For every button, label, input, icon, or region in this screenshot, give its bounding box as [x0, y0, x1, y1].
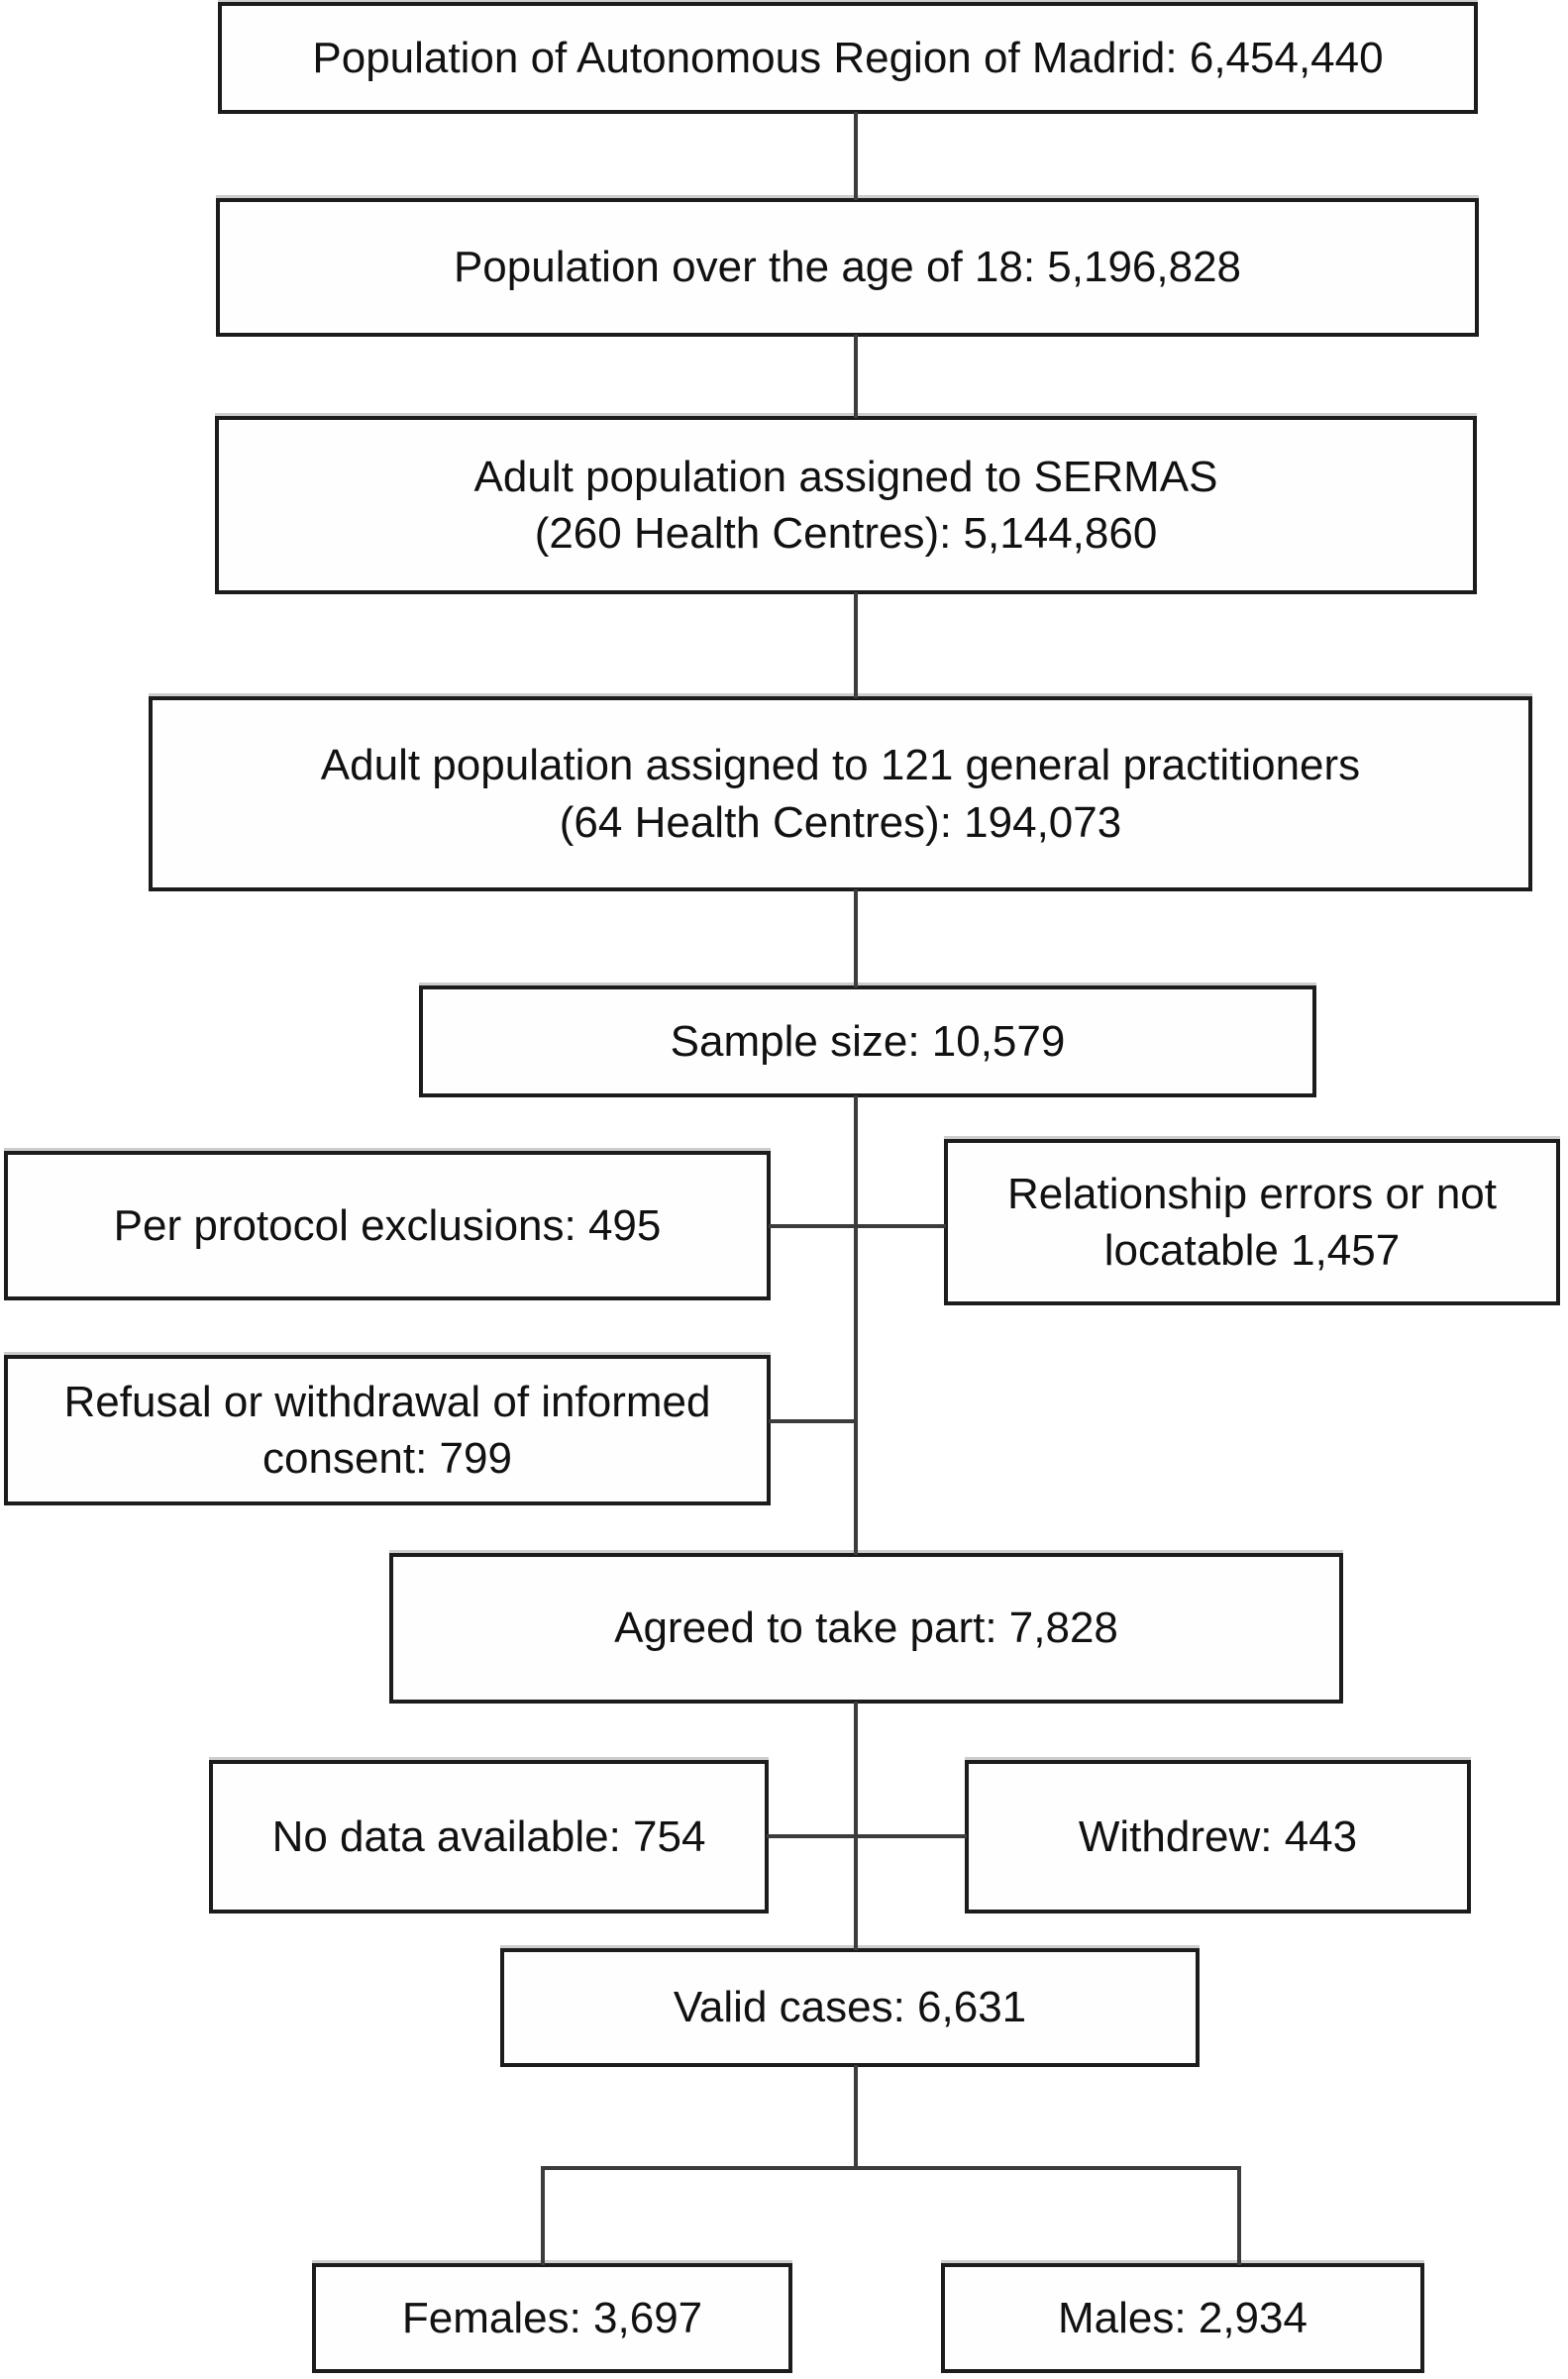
flow-box-females: Females: 3,697: [312, 2263, 792, 2373]
flow-box-population-madrid: Population of Autonomous Region of Madri…: [218, 2, 1478, 114]
connector-sermas-to-gp: [854, 592, 858, 698]
connector-to-withdrew: [854, 1834, 967, 1838]
connector-valid-to-branch: [854, 2065, 858, 2170]
flow-box-sermas-population: Adult population assigned to SERMAS (260…: [215, 416, 1477, 594]
flow-box-sample-size: Sample size: 10,579: [419, 985, 1316, 1097]
flow-box-refusal-withdrawal: Refusal or withdrawal of informed consen…: [4, 1355, 771, 1505]
connector-to-relationship-errors: [854, 1224, 946, 1228]
flow-box-valid-cases: Valid cases: 6,631: [500, 1948, 1200, 2067]
flow-box-gp-population: Adult population assigned to 121 general…: [149, 696, 1532, 891]
connector-branch-to-males: [1237, 2166, 1241, 2265]
connector-to-no-data-available: [767, 1834, 858, 1838]
connector-branch-to-females: [541, 2166, 545, 2265]
flow-box-no-data-available: No data available: 754: [209, 1760, 769, 1914]
flow-box-agreed-to-take-part: Agreed to take part: 7,828: [389, 1553, 1343, 1704]
connector-sample-to-agreed: [854, 1095, 858, 1555]
connector-agreed-to-valid: [854, 1702, 858, 1950]
connector-branch-bar: [541, 2166, 1241, 2170]
flow-box-population-over-18: Population over the age of 18: 5,196,828: [216, 198, 1479, 337]
flow-box-per-protocol-exclusions: Per protocol exclusions: 495: [4, 1151, 771, 1300]
flow-box-relationship-errors: Relationship errors or not locatable 1,4…: [944, 1139, 1560, 1305]
connector-madrid-to-over18: [854, 112, 858, 200]
connector-gp-to-sample: [854, 889, 858, 987]
flow-box-males: Males: 2,934: [941, 2263, 1424, 2373]
flow-box-withdrew: Withdrew: 443: [965, 1760, 1471, 1914]
connector-to-refusal-withdrawal: [769, 1419, 858, 1423]
connector-to-per-protocol-exclusions: [769, 1224, 858, 1228]
connector-over18-to-sermas: [854, 335, 858, 418]
